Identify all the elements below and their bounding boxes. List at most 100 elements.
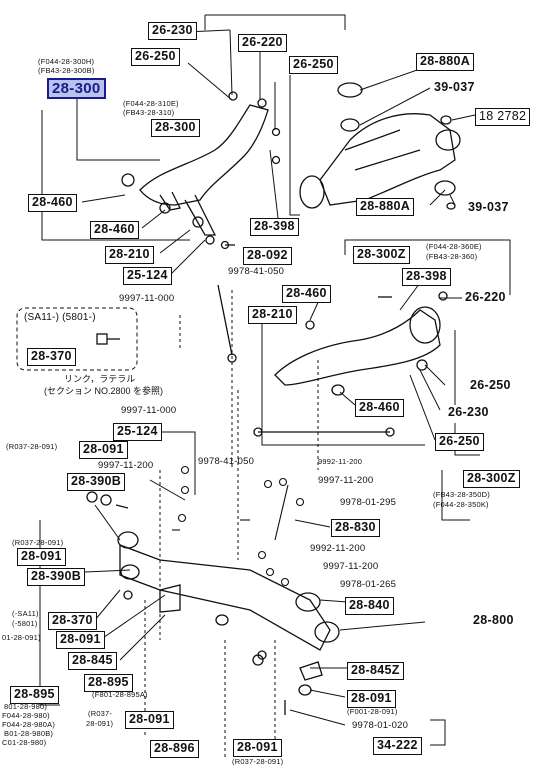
- leader-line: [309, 689, 346, 698]
- part-number-text[interactable]: 9997-11-000: [121, 405, 177, 416]
- part-label-26-220[interactable]: 26-220: [462, 290, 509, 308]
- part-number-text[interactable]: 9978-41-050: [198, 456, 255, 467]
- part-number-text[interactable]: 9978-01-265: [340, 579, 397, 590]
- part-label-39-037[interactable]: 39-037: [465, 200, 512, 218]
- part-label-28-460[interactable]: 28-460: [90, 221, 139, 239]
- part-label-34-222[interactable]: 34-222: [373, 737, 422, 755]
- part-number-text[interactable]: 9997-11-200: [318, 475, 374, 486]
- part-label-28-460[interactable]: 28-460: [282, 285, 331, 303]
- leader-line: [84, 569, 131, 573]
- part-label-28-830[interactable]: 28-830: [331, 519, 380, 537]
- rod-end: [385, 427, 395, 437]
- part-label-28-091[interactable]: 28-091: [79, 441, 128, 459]
- part-label-28-370[interactable]: 28-370: [48, 612, 97, 630]
- part-label-28-460[interactable]: 28-460: [355, 399, 404, 417]
- part-code-note: (FB43-28-360): [426, 252, 478, 261]
- nut: [180, 485, 190, 495]
- part-label-26-250[interactable]: 26-250: [467, 378, 514, 396]
- upper-arm: [139, 104, 269, 206]
- part-label-28-300Z[interactable]: 28-300Z: [353, 246, 410, 264]
- bushing: [331, 384, 345, 396]
- variant-box: [16, 307, 138, 371]
- leader-line: [451, 114, 476, 121]
- nut: [257, 98, 267, 108]
- nut: [123, 590, 133, 600]
- part-label-28-091[interactable]: 28-091: [56, 631, 105, 649]
- mount-bracket: [299, 661, 323, 681]
- part-label-28-300Z[interactable]: 28-300Z: [463, 470, 520, 488]
- part-code-note: (F044-28-300H): [38, 57, 95, 66]
- part-code-note: 28-091): [86, 719, 114, 728]
- part-label-28-092[interactable]: 28-092: [243, 247, 292, 265]
- part-label-26-250[interactable]: 26-250: [435, 433, 484, 451]
- rod-end: [227, 353, 237, 363]
- part-code-note: F044-28-980): [2, 711, 50, 720]
- part-label-28-845[interactable]: 28-845: [68, 652, 117, 670]
- bushing: [314, 621, 340, 643]
- leader-line: [261, 320, 425, 446]
- part-label-28-390B[interactable]: 28-390B: [27, 568, 86, 586]
- part-label-28-210[interactable]: 28-210: [105, 246, 154, 264]
- leader-line: [269, 149, 279, 219]
- part-label-28-091[interactable]: 28-091: [125, 711, 174, 729]
- nut: [446, 202, 456, 210]
- part-label-28-845Z[interactable]: 28-845Z: [347, 662, 404, 680]
- nut: [177, 513, 187, 523]
- part-label-28-895[interactable]: 28-895: [10, 686, 59, 704]
- part-code-note: (F044-28-360E): [426, 242, 482, 251]
- nut: [298, 684, 312, 696]
- part-label-26-230[interactable]: 26-230: [445, 405, 492, 423]
- part-number-text[interactable]: 9978-01-295: [340, 497, 397, 508]
- part-label-28-880A[interactable]: 28-880A: [356, 198, 415, 216]
- part-label-28-300-highlighted[interactable]: 28-300: [47, 78, 106, 99]
- part-code-note: (FB43-28-310): [123, 108, 175, 117]
- rear-lower-arm: [274, 309, 441, 386]
- part-label-25-124[interactable]: 25-124: [113, 423, 162, 441]
- nut: [257, 550, 267, 560]
- part-label-28-896[interactable]: 28-896: [150, 740, 199, 758]
- part-label-28-895[interactable]: 28-895: [84, 674, 133, 692]
- washer: [100, 494, 112, 506]
- part-label-39-037[interactable]: 39-037: [431, 80, 478, 98]
- part-label-28-840[interactable]: 28-840: [345, 597, 394, 615]
- part-label-28-800[interactable]: 28-800: [470, 613, 517, 631]
- part-number-text[interactable]: 9997-11-000: [119, 293, 175, 304]
- part-number-text[interactable]: 9978-01-020: [352, 720, 409, 731]
- part-label-25-124[interactable]: 25-124: [123, 267, 172, 285]
- bushing: [205, 235, 215, 245]
- part-label-28-398[interactable]: 28-398: [402, 268, 451, 286]
- link-rod: [274, 484, 289, 541]
- part-label-26-250[interactable]: 26-250: [131, 48, 180, 66]
- part-number-text[interactable]: 9992-11-200: [310, 543, 366, 554]
- part-number-text[interactable]: 9978-41-050: [228, 266, 285, 277]
- part-code-note: B01-28-980B): [4, 729, 54, 738]
- part-label-28-880A[interactable]: 28-880A: [416, 53, 475, 71]
- part-label-26-230[interactable]: 26-230: [148, 22, 197, 40]
- part-label-28-091[interactable]: 28-091: [233, 739, 282, 757]
- part-label-28-300[interactable]: 28-300: [151, 119, 200, 137]
- part-label-28-210[interactable]: 28-210: [248, 306, 297, 324]
- leader-line: [339, 621, 426, 631]
- part-label-28-091[interactable]: 28-091: [347, 690, 396, 708]
- part-label-28-398[interactable]: 28-398: [250, 218, 299, 236]
- part-label-28-390B[interactable]: 28-390B: [67, 473, 126, 491]
- leader-line: [187, 62, 233, 101]
- leader-line: [41, 110, 190, 241]
- part-label-28-091[interactable]: 28-091: [17, 548, 66, 566]
- part-label-26-250[interactable]: 26-250: [289, 56, 338, 74]
- bushing: [159, 202, 171, 214]
- housing-rib: [344, 129, 401, 151]
- part-code-note: F044-28-980A): [2, 720, 56, 729]
- part-label-18-2782[interactable]: 18 2782: [475, 108, 531, 126]
- nut: [295, 497, 305, 507]
- part-code-note: C01-28-980): [2, 738, 47, 747]
- part-code-note: (F044-28-350K): [433, 500, 489, 509]
- part-number-text[interactable]: 9997-11-200: [98, 460, 154, 471]
- part-label-28-460[interactable]: 28-460: [28, 194, 77, 212]
- part-label-28-370[interactable]: 28-370: [27, 348, 76, 366]
- part-number-text[interactable]: 9992-11-200: [318, 457, 363, 466]
- part-number-text[interactable]: 9997-11-200: [323, 561, 379, 572]
- part-label-26-220[interactable]: 26-220: [238, 34, 287, 52]
